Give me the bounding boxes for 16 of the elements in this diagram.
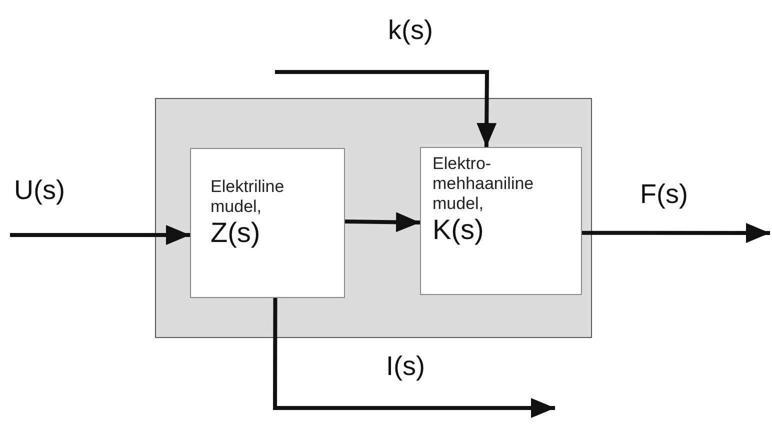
system-box xyxy=(155,98,592,338)
transfer-function: Z(s) xyxy=(210,216,260,248)
model-box xyxy=(190,148,344,298)
model-name: Elektro- mehhaaniline mudel, xyxy=(432,154,535,214)
signal-label: k(s) xyxy=(388,14,433,46)
model-name: Elektriline mudel, xyxy=(210,176,286,216)
arrow xyxy=(582,222,770,243)
signal-label: I(s) xyxy=(386,350,425,382)
signal-label: F(s) xyxy=(640,178,688,210)
transfer-function: K(s) xyxy=(432,214,484,246)
arrow xyxy=(273,298,555,418)
model-box xyxy=(420,146,582,294)
arrow xyxy=(344,212,420,232)
arrow xyxy=(275,70,497,148)
signal-label: U(s) xyxy=(14,174,65,206)
arrow xyxy=(10,225,190,245)
